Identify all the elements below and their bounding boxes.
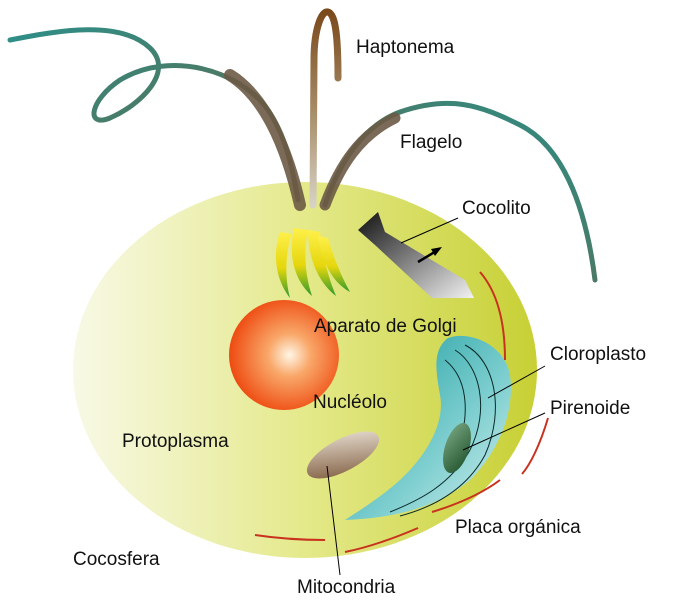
label-placa-organica: Placa orgánica xyxy=(455,518,581,537)
label-mitocondria: Mitocondria xyxy=(297,578,395,597)
label-cloroplasto: Cloroplasto xyxy=(550,345,646,364)
label-cocolito: Cocolito xyxy=(462,199,531,218)
label-cocosfera: Cocosfera xyxy=(73,550,160,569)
label-pirenoide: Pirenoide xyxy=(550,399,630,418)
label-aparato-golgi: Aparato de Golgi xyxy=(314,317,457,336)
left-flagellum xyxy=(10,30,298,200)
label-protoplasma: Protoplasma xyxy=(122,432,229,451)
label-haptonema: Haptonema xyxy=(356,38,454,57)
label-nucleolo: Nucléolo xyxy=(313,393,387,412)
label-flagelo: Flagelo xyxy=(400,133,462,152)
